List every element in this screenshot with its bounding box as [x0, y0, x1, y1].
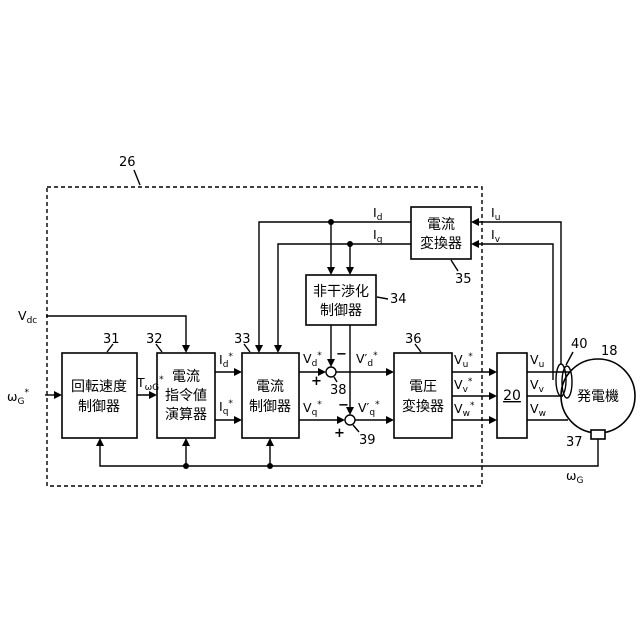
- ref-generator: 18: [601, 344, 618, 359]
- label-vd-prime: V′d*: [356, 351, 378, 369]
- sign-q-minus: −: [338, 398, 349, 413]
- speed-sensor: [591, 430, 605, 439]
- voltage-converter-block: 電圧 変換器: [394, 353, 452, 438]
- ref-subtractor-q: 39: [359, 433, 376, 448]
- rotation-speed-controller-block: 回転速度 制御器: [62, 353, 137, 438]
- ref-controller: 26: [119, 155, 136, 170]
- svg-text:変換器: 変換器: [402, 398, 444, 415]
- label-omega-ref: ωG*: [7, 388, 29, 407]
- ref-voltage-converter: 36: [405, 332, 422, 347]
- ref-current-converter: 35: [455, 272, 472, 287]
- current-command-calculator-block: 電流 指令値 演算器: [157, 353, 215, 438]
- label-omega-g: ωG: [566, 468, 583, 486]
- ref-rotation-speed-controller: 31: [103, 332, 120, 347]
- label-vv-ref: Vv*: [454, 377, 473, 395]
- ref-speed-sensor: 37: [566, 435, 583, 450]
- generator: 発電機: [561, 359, 635, 433]
- svg-text:非干渉化: 非干渉化: [313, 284, 369, 300]
- ref-current-sensors: 40: [571, 337, 588, 352]
- current-controller-block: 電流 制御器: [242, 353, 299, 438]
- label-vdc: Vdc: [18, 308, 37, 326]
- svg-text:指令値: 指令値: [165, 388, 207, 404]
- ref-current-command-calculator: 32: [146, 332, 163, 347]
- ref-non-interference-controller: 34: [390, 292, 407, 307]
- label-vw: Vw: [530, 401, 546, 419]
- label-iq: Iq: [373, 227, 382, 245]
- label-vw-ref: Vw*: [454, 401, 475, 419]
- power-converter-block: 20: [497, 353, 527, 438]
- svg-text:20: 20: [503, 388, 521, 404]
- label-iv: Iv: [491, 227, 501, 245]
- svg-text:制御器: 制御器: [249, 399, 291, 415]
- label-vd-ref: Vd*: [303, 351, 322, 369]
- ref-subtractor-d: 38: [330, 383, 347, 398]
- label-vq-prime: V′q*: [358, 400, 380, 418]
- subtractor-q: [345, 415, 355, 425]
- sign-q-plus: +: [334, 426, 345, 441]
- sign-d-plus: +: [311, 374, 322, 389]
- label-id: Id: [373, 205, 382, 223]
- svg-text:発電機: 発電機: [577, 389, 619, 405]
- non-interference-controller-block: 非干渉化 制御器: [306, 275, 376, 325]
- label-vv: Vv: [530, 377, 545, 395]
- svg-text:電流: 電流: [172, 369, 200, 385]
- svg-text:回転速度: 回転速度: [71, 379, 127, 395]
- current-converter-block: 電流 変換器: [411, 207, 471, 259]
- svg-text:電流: 電流: [427, 217, 455, 233]
- subtractor-d: [326, 367, 336, 377]
- label-id-ref: Id*: [219, 352, 233, 370]
- label-vu: Vu: [530, 352, 544, 370]
- label-vq-ref: Vq*: [303, 400, 322, 418]
- sign-d-minus: −: [336, 347, 347, 362]
- svg-text:演算器: 演算器: [165, 407, 207, 423]
- svg-text:変換器: 変換器: [420, 235, 462, 252]
- label-vu-ref: Vu*: [454, 352, 473, 370]
- speed-feedback-line: [100, 439, 598, 466]
- svg-text:電流: 電流: [256, 379, 284, 395]
- label-iu: Iu: [491, 205, 500, 223]
- svg-text:電圧: 電圧: [409, 379, 437, 395]
- svg-text:制御器: 制御器: [78, 399, 120, 415]
- svg-text:制御器: 制御器: [320, 303, 362, 319]
- ref-current-controller: 33: [234, 332, 251, 347]
- label-iq-ref: Iq*: [219, 399, 233, 417]
